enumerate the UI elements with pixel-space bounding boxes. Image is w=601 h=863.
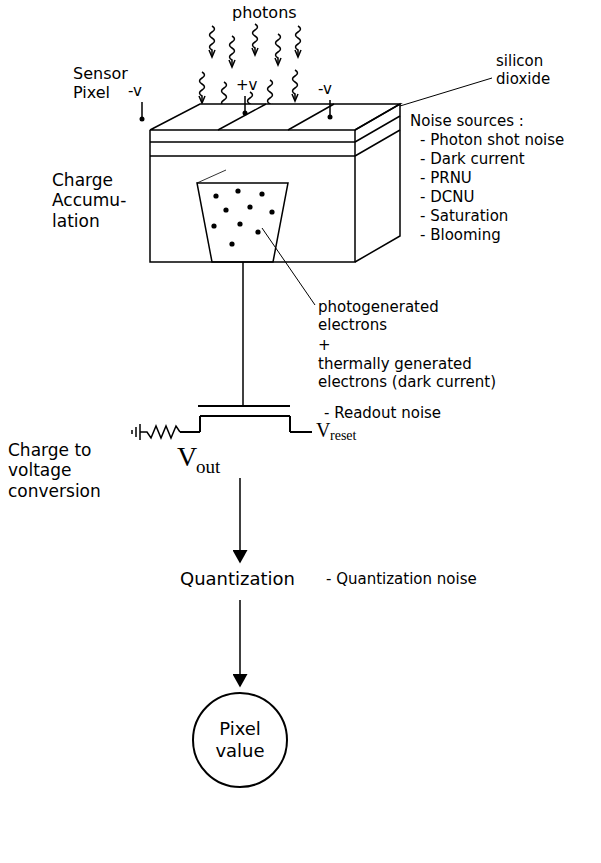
noise-item: - Quantization noise <box>326 570 546 588</box>
electron-note: thermally generated electrons (dark curr… <box>318 355 528 391</box>
voltage-label: +v <box>236 76 262 94</box>
electron-note: + <box>318 336 348 354</box>
signal-subscript: reset <box>330 428 380 445</box>
material-label: silicon dioxide <box>496 52 596 88</box>
noise-item: - PRNU <box>420 169 595 187</box>
noise-item: - Saturation <box>420 207 595 225</box>
voltage-label: -v <box>128 82 152 100</box>
noise-item: - Blooming <box>420 226 595 244</box>
signal-subscript: out <box>196 456 236 479</box>
noise-item: - Photon shot noise <box>420 131 595 149</box>
stage-label: Charge Accumu- lation <box>52 170 142 231</box>
output-circle: Pixel value <box>192 692 288 788</box>
photons-label: photons <box>232 3 312 22</box>
electron-note: photogenerated electrons <box>318 298 468 334</box>
noise-item: - Dark current <box>420 150 595 168</box>
voltage-label: -v <box>318 80 342 98</box>
node-text: Pixel value <box>205 718 275 761</box>
noise-heading: Noise sources : <box>410 112 590 130</box>
noise-item: - DCNU <box>420 188 595 206</box>
stage-label: Charge to voltage conversion <box>8 440 128 501</box>
stage-label: Quantization <box>180 568 310 590</box>
noise-item: - Readout noise <box>324 404 504 422</box>
